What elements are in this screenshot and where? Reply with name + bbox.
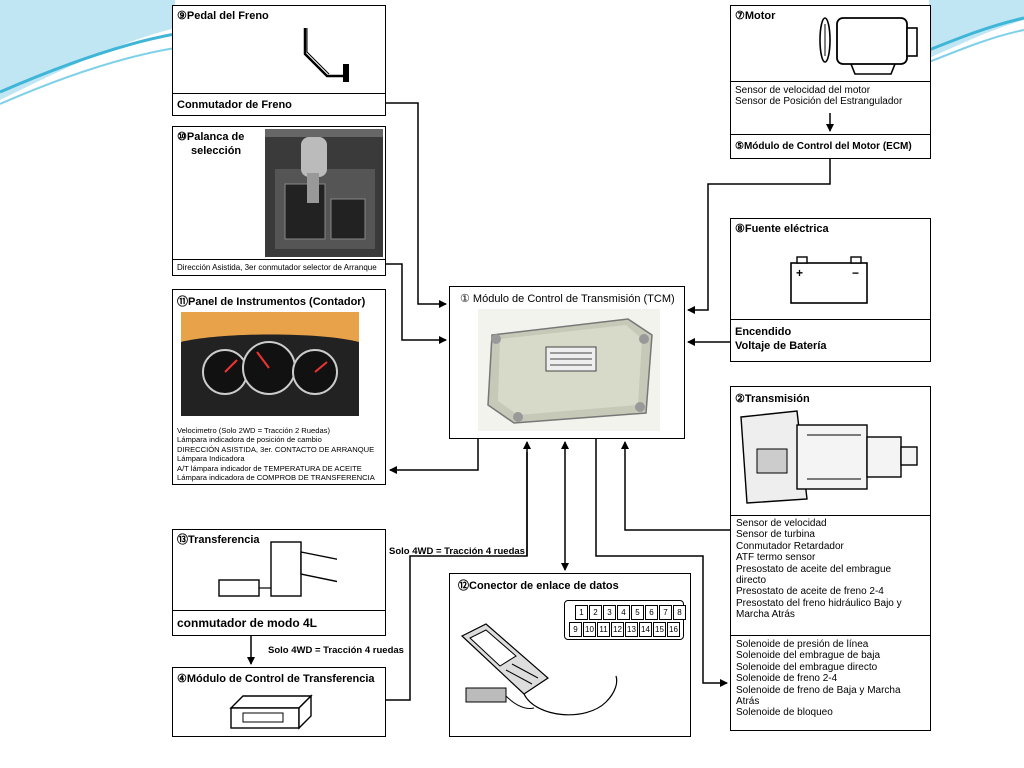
tcm-box: ① Módulo de Control de Transmisión (TCM) <box>449 286 685 439</box>
dlc-pin: 15 <box>653 622 666 637</box>
dlc-pin: 2 <box>589 605 602 620</box>
transfer-case-icon <box>218 541 337 597</box>
transfer-module-title: ④Módulo de Control de Transferencia <box>177 673 375 685</box>
arrow-brake-to-tcm <box>386 102 447 308</box>
divider <box>731 134 930 135</box>
divider <box>173 259 385 260</box>
transfer-mode-switch-label: conmutador de modo 4L <box>177 616 318 630</box>
brake-switch-label: Conmutador de Freno <box>177 99 292 111</box>
dlc-pin: 14 <box>639 622 652 637</box>
dlc-pin: 13 <box>625 622 638 637</box>
transmission-title: ②Transmisión <box>735 393 810 405</box>
dlc-title: ⑫Conector de enlace de datos <box>458 580 619 592</box>
arrow-tcm-to-transfer-module <box>386 452 528 701</box>
dlc-pin: 4 <box>617 605 630 620</box>
engine-icon <box>819 17 918 75</box>
selector-title-line1: ⑩Palanca de <box>177 131 245 143</box>
transfer-title: ⑬Transferencia <box>177 534 260 546</box>
instrument-panel-photo <box>181 312 359 416</box>
engine-title: ⑦Motor <box>735 10 776 22</box>
engine-sensors-text: Sensor de velocidad del motor Sensor de … <box>735 85 903 108</box>
divider <box>731 319 930 320</box>
engine-box: ⑦Motor Sensor de velocidad del motor Sen… <box>730 5 931 159</box>
instrument-panel-box: ⑪Panel de Instrumentos (Contador) Veloci… <box>172 289 386 485</box>
selector-lever-box: ⑩Palanca de selección Dirección Asistida… <box>172 126 386 276</box>
power-source-text: Encendido Voltaje de Batería <box>735 326 827 352</box>
dlc-pin: 5 <box>631 605 644 620</box>
transfer-box: ⑬Transferencia conmutador de modo 4L <box>172 529 386 636</box>
dlc-pin: 1 <box>575 605 588 620</box>
transfer-module-box: ④Módulo de Control de Transferencia <box>172 667 386 737</box>
dlc-pin: 3 <box>603 605 616 620</box>
arrow-ecm-to-tcm <box>687 159 831 314</box>
arrow-tcm-to-instruments <box>389 439 479 474</box>
note-4wd-bottom: Solo 4WD = Tracción 4 ruedas <box>268 645 404 656</box>
scan-tool-icon <box>460 623 618 716</box>
battery-icon <box>790 256 868 304</box>
instrument-panel-title: ⑪Panel de Instrumentos (Contador) <box>177 296 366 308</box>
battery-minus-icon: − <box>852 266 860 280</box>
battery-plus-icon: + <box>796 266 804 280</box>
dlc-pin: 9 <box>569 622 582 637</box>
divider <box>173 610 385 611</box>
divider <box>173 93 385 94</box>
divider <box>731 515 930 516</box>
instrument-panel-text: Velocimetro (Solo 2WD = Tracción 2 Rueda… <box>177 426 375 483</box>
brake-pedal-icon <box>303 28 349 82</box>
transmission-sensors-text: Sensor de velocidad Sensor de turbina Co… <box>736 518 902 621</box>
dlc-pin: 6 <box>645 605 658 620</box>
note-4wd-top: Solo 4WD = Tracción 4 ruedas <box>389 546 525 557</box>
dlc-pin: 16 <box>667 622 680 637</box>
transfer-module-icon <box>229 694 313 730</box>
ecm-label: ⑤Módulo de Control del Motor (ECM) <box>735 141 912 152</box>
arrow-transmission-to-tcm <box>621 441 730 531</box>
power-source-title: ⑧Fuente eléctrica <box>735 223 829 235</box>
transmission-box: ②Transmisión Sensor de velocidad Sensor … <box>730 386 931 731</box>
dlc-pin: 8 <box>673 605 686 620</box>
selector-caption: Dirección Asistida, 3er conmutador selec… <box>177 263 377 272</box>
power-source-box: ⑧Fuente eléctrica + − Encendido Voltaje … <box>730 218 931 362</box>
divider <box>731 635 930 636</box>
selector-lever-photo <box>265 129 383 257</box>
transmission-icon <box>740 410 918 504</box>
tcm-photo <box>478 309 660 431</box>
dlc-pin: 10 <box>583 622 596 637</box>
dlc-pin: 11 <box>597 622 610 637</box>
selector-title-line2: selección <box>191 145 242 157</box>
brake-pedal-box: ⑨Pedal del Freno Conmutador de Freno <box>172 5 386 116</box>
transmission-solenoids-text: Solenoide de presión de línea Solenoide … <box>736 639 901 719</box>
divider <box>731 81 930 82</box>
background-swoosh-right <box>929 0 1024 63</box>
dlc-pin: 7 <box>659 605 672 620</box>
arrow-selector-to-tcm <box>386 263 447 344</box>
dlc-pin: 12 <box>611 622 624 637</box>
background-swoosh-left <box>0 0 175 105</box>
tcm-title: ① Módulo de Control de Transmisión (TCM) <box>460 293 675 305</box>
brake-pedal-title: ⑨Pedal del Freno <box>177 10 269 22</box>
arrow-tcm-to-solenoids <box>595 439 728 687</box>
